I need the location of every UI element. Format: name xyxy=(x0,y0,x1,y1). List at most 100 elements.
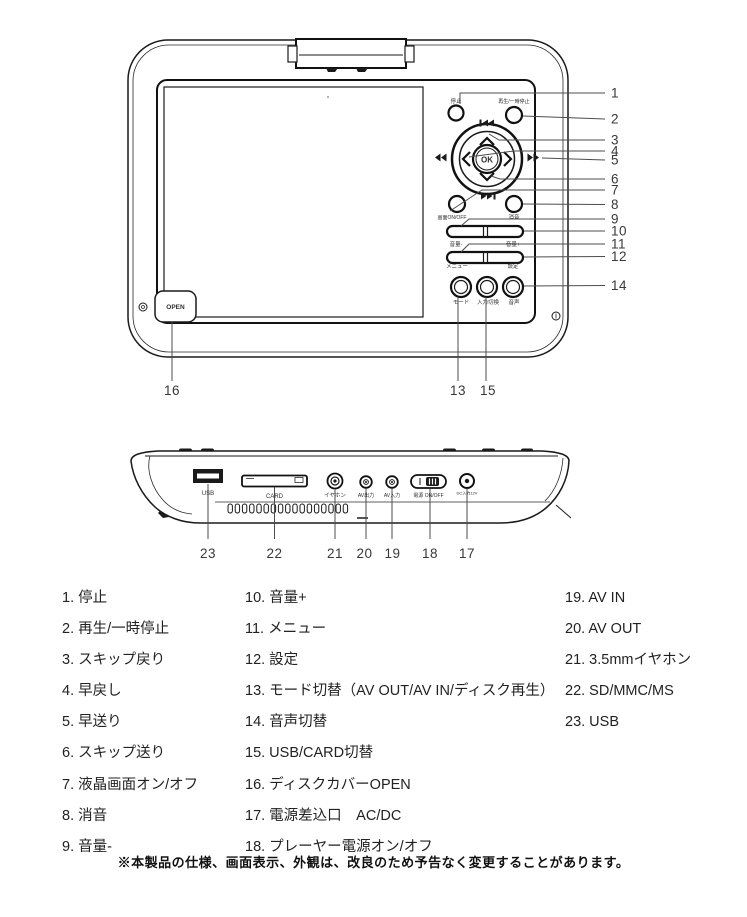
legend-column-2: 10. 音量+ 11. メニュー 12. 設定 13. モード切替（AV OUT… xyxy=(245,583,554,863)
fast-forward-icon xyxy=(527,153,539,162)
front-view-diagram: OPEN 停止 再生/一時停止 OK xyxy=(127,38,627,399)
up-arrow-icon xyxy=(479,136,495,146)
mute-button-label: 消音 xyxy=(508,213,520,221)
legend-item: 13. モード切替（AV OUT/AV IN/ディスク再生） xyxy=(245,683,555,700)
callout-number: 8 xyxy=(611,197,619,212)
callout-number: 21 xyxy=(327,546,343,561)
legend-item: 20. AV OUT xyxy=(565,621,642,638)
card-slot-label: CARD xyxy=(266,494,284,500)
callout-number: 19 xyxy=(384,546,400,561)
legend-item: 14. 音声切替 xyxy=(245,714,328,731)
callout-number: 13 xyxy=(450,383,466,398)
left-arrow-icon xyxy=(461,151,471,167)
callout-number: 12 xyxy=(611,249,627,264)
setup-button-label: 設定 xyxy=(507,262,519,270)
callout-number: 4 xyxy=(611,144,619,159)
ok-button xyxy=(471,143,503,175)
audio-button-label: 音声 xyxy=(508,298,520,306)
front-callout-lines xyxy=(171,92,606,381)
legend-item: 12. 設定 xyxy=(245,652,299,669)
down-arrow-icon xyxy=(479,172,495,182)
play-pause-button xyxy=(504,105,524,125)
callout-number: 17 xyxy=(459,546,475,561)
callout-number: 11 xyxy=(611,237,626,252)
legend-item: 5. 早送り xyxy=(62,714,122,731)
lcd-screen xyxy=(163,86,424,318)
legend-item: 23. USB xyxy=(565,714,619,731)
callout-number: 10 xyxy=(611,224,627,239)
legend-item: 18. プレーヤー電源オン/オフ xyxy=(245,838,433,855)
callout-number: 23 xyxy=(200,546,216,561)
legend-item: 11. メニュー xyxy=(245,621,327,638)
stop-button-label: 停止 xyxy=(450,97,462,105)
menu-button-label: メニュー xyxy=(446,263,468,270)
stop-button xyxy=(447,104,465,122)
legend-item: 7. 液晶画面オン/オフ xyxy=(62,776,199,793)
legend-item: 9. 音量- xyxy=(62,838,112,855)
callout-number: 22 xyxy=(266,546,282,561)
callout-number: 7 xyxy=(611,183,619,198)
device-diagram: OPEN 停止 再生/一時停止 OK xyxy=(127,38,627,561)
volume-minus-label: 音量- xyxy=(450,240,463,248)
screen-mark xyxy=(327,96,329,98)
earphone-jack xyxy=(326,472,344,490)
callout-number: 2 xyxy=(611,112,619,127)
callout-number: 9 xyxy=(611,212,619,227)
screen-onoff-button-label: 画面ON/OFF xyxy=(438,215,467,221)
legend-item: 8. 消音 xyxy=(62,807,108,824)
screw-left-icon xyxy=(138,302,148,312)
callout-number: 15 xyxy=(480,383,496,398)
input-switch-button-label: 入力切換 xyxy=(477,298,500,306)
play-pause-button-label: 再生/一時停止 xyxy=(498,98,529,105)
av-out-jack xyxy=(359,475,373,489)
mode-button-label: モード xyxy=(453,299,470,306)
legend-item: 4. 早戻し xyxy=(62,683,122,700)
av-in-jack xyxy=(385,475,399,489)
legend-item: 2. 再生/一時停止 xyxy=(62,621,170,638)
bottom-callout-lines xyxy=(207,484,468,539)
power-switch xyxy=(410,474,447,489)
power-switch-label: 電源 ON/OFF xyxy=(413,492,443,499)
bottom-view-diagram: USB CARD イヤホン AV出力 AV入力 電源 ON/OFF DC入力12… xyxy=(130,448,572,561)
hinge xyxy=(287,38,415,72)
legend-item: 21. 3.5mmイヤホン xyxy=(565,652,692,669)
callout-number: 20 xyxy=(356,546,372,561)
legend-item: 3. スキップ戻り xyxy=(62,652,166,669)
footer-note: ※本製品の仕様、画面表示、外観は、改良のため予告なく変更することがあります。 xyxy=(117,855,630,870)
legend-item: 16. ディスクカバーOPEN xyxy=(245,776,411,793)
callout-number: 1 xyxy=(611,86,619,101)
volume-rocker xyxy=(445,224,525,239)
callout-number: 6 xyxy=(611,172,619,187)
earphone-jack-label: イヤホン xyxy=(324,492,346,499)
usb-port-label: USB xyxy=(202,491,214,497)
control-panel: 停止 再生/一時停止 OK xyxy=(435,97,539,306)
callout-number: 3 xyxy=(611,133,619,148)
callout-number: 16 xyxy=(164,383,180,398)
right-arrow-icon xyxy=(503,151,513,167)
legend-item: 22. SD/MMC/MS xyxy=(565,683,674,700)
dc-in-jack xyxy=(459,473,475,489)
legend-column-3: 19. AV IN 20. AV OUT 21. 3.5mmイヤホン 22. S… xyxy=(565,583,691,738)
front-callout-numbers: 1 2 3 4 5 6 7 8 9 10 11 12 14 16 13 15 xyxy=(164,86,627,399)
disc-cover-open-latch: OPEN xyxy=(154,290,197,323)
legend-item: 1. 停止 xyxy=(62,590,108,606)
mute-button xyxy=(504,194,524,214)
dc-in-jack-label: DC入力12V xyxy=(457,490,478,496)
callout-number: 14 xyxy=(611,278,627,293)
callout-number: 5 xyxy=(611,153,619,168)
menu-setup-rocker xyxy=(445,250,525,265)
legend-column-1: 1. 停止 2. 再生/一時停止 3. スキップ戻り 4. 早戻し 5. 早送り… xyxy=(62,583,198,863)
legend-item: 6. スキップ送り xyxy=(62,745,166,762)
av-out-jack-label: AV出力 xyxy=(358,492,374,499)
legend-item: 17. 電源差込口 AC/DC xyxy=(245,807,402,824)
card-slot xyxy=(241,474,308,488)
vent-grille xyxy=(227,503,349,514)
av-in-jack-label: AV入力 xyxy=(384,492,400,499)
bottom-body-outline xyxy=(130,450,570,524)
bottom-callout-numbers: 23 22 21 20 19 18 17 xyxy=(200,546,475,561)
usb-port xyxy=(193,469,223,483)
ok-button-label: OK xyxy=(481,156,493,165)
legend-item: 10. 音量+ xyxy=(245,590,307,606)
legend-item: 19. AV IN xyxy=(565,590,626,606)
